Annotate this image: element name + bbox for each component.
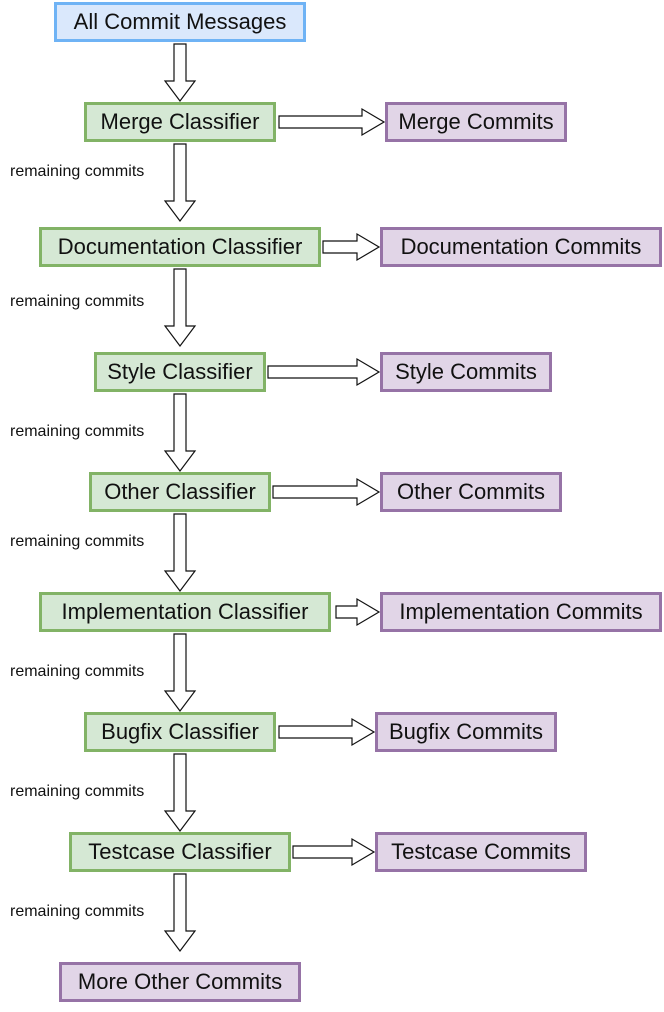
remaining-commits-label: remaining commits	[10, 163, 145, 180]
documentation-classifier-node: Documentation Classifier	[39, 227, 321, 267]
style-commits-node: Style Commits	[380, 352, 552, 392]
other-classifier-node: Other Classifier	[89, 472, 271, 512]
right-arrow	[278, 107, 386, 137]
down-arrow	[163, 43, 197, 102]
down-arrow	[163, 513, 197, 592]
down-arrow	[163, 268, 197, 347]
remaining-commits-label: remaining commits	[10, 293, 145, 310]
right-arrow	[322, 232, 381, 262]
remaining-commits-label: remaining commits	[10, 903, 145, 920]
remaining-commits-label: remaining commits	[10, 423, 145, 440]
down-arrow	[163, 753, 197, 832]
remaining-commits-label: remaining commits	[10, 533, 145, 550]
merge-commits-node: Merge Commits	[385, 102, 567, 142]
style-classifier-node: Style Classifier	[94, 352, 266, 392]
right-arrow	[267, 357, 381, 387]
testcase-commits-node: Testcase Commits	[375, 832, 587, 872]
right-arrow	[278, 717, 376, 747]
right-arrow	[335, 597, 381, 627]
down-arrow	[163, 633, 197, 712]
bugfix-classifier-node: Bugfix Classifier	[84, 712, 276, 752]
down-arrow	[163, 873, 197, 952]
down-arrow	[163, 393, 197, 472]
documentation-commits-node: Documentation Commits	[380, 227, 662, 267]
remaining-commits-label: remaining commits	[10, 663, 145, 680]
down-arrow	[163, 143, 197, 222]
right-arrow	[272, 477, 381, 507]
merge-classifier-node: Merge Classifier	[84, 102, 276, 142]
testcase-classifier-node: Testcase Classifier	[69, 832, 291, 872]
remaining-commits-label: remaining commits	[10, 783, 145, 800]
implementation-classifier-node: Implementation Classifier	[39, 592, 331, 632]
other-commits-node: Other Commits	[380, 472, 562, 512]
all-commit-messages-node: All Commit Messages	[54, 2, 306, 42]
bugfix-commits-node: Bugfix Commits	[375, 712, 557, 752]
more-other-commits-node: More Other Commits	[59, 962, 301, 1002]
right-arrow	[292, 837, 376, 867]
implementation-commits-node: Implementation Commits	[380, 592, 662, 632]
